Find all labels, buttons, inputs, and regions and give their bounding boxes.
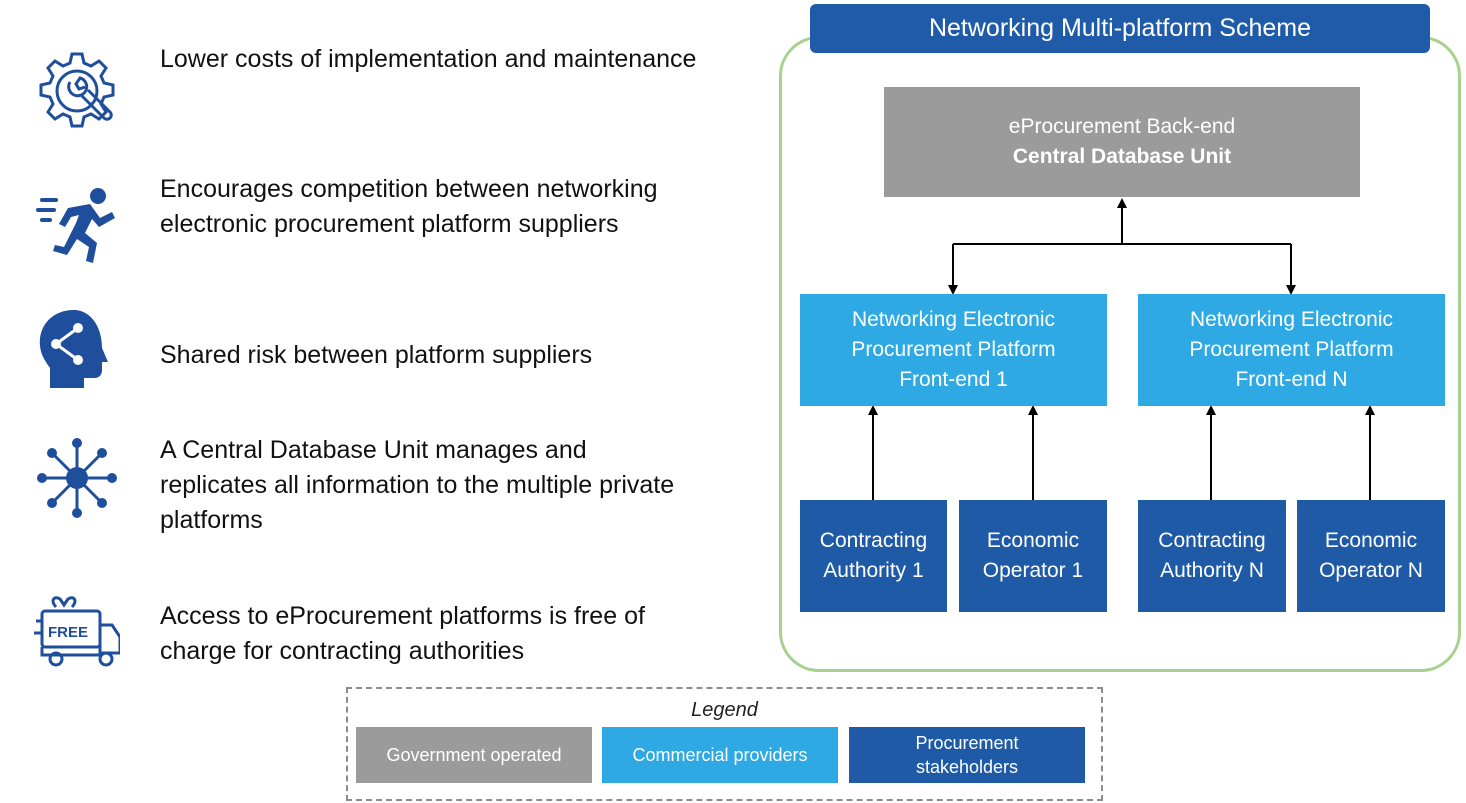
frontend-n-box: Networking Electronic Procurement Platfo…: [1138, 294, 1445, 406]
scheme-title: Networking Multi-platform Scheme: [810, 4, 1430, 53]
economic-operator-n-box: Economic Operator N: [1297, 500, 1445, 612]
legend-label: Government operated: [386, 745, 562, 765]
free-delivery-truck-icon: FREE: [34, 593, 122, 679]
legend-label: Commercial providers: [632, 745, 808, 765]
stakeholder-label: Contracting: [1158, 529, 1266, 552]
frontend-label: Front-end N: [1235, 368, 1348, 391]
gear-wrench-icon: [34, 48, 120, 134]
frontend-label: Networking Electronic: [1189, 308, 1394, 331]
benefit-text: Lower costs of implementation and mainte…: [160, 45, 697, 73]
frontend-label: Front-end 1: [899, 368, 1008, 391]
frontend-label: Procurement Platform: [1189, 338, 1394, 361]
benefit-text: Encourages competition between networkin…: [160, 175, 658, 238]
legend-government: Government operated: [356, 727, 592, 783]
running-person-icon: [34, 178, 120, 264]
backend-label: eProcurement Back-end: [1008, 115, 1236, 138]
contracting-authority-1-box: Contracting Authority 1: [800, 500, 947, 612]
benefit-text: Shared risk between platform suppliers: [160, 341, 593, 369]
contracting-authority-n-box: Contracting Authority N: [1138, 500, 1286, 612]
economic-operator-1-box: Economic Operator 1: [959, 500, 1107, 612]
benefit-text: Access to eProcurement platforms is free…: [160, 602, 645, 665]
stakeholder-label: Operator 1: [982, 559, 1084, 582]
benefit-text: A Central Database Unit manages and repl…: [160, 436, 675, 534]
head-share-icon: [34, 306, 120, 392]
stakeholder-label: Authority 1: [823, 559, 924, 582]
frontend-label: Networking Electronic: [851, 308, 1056, 331]
frontend-1-box: Networking Electronic Procurement Platfo…: [800, 294, 1107, 406]
stakeholder-label: Economic: [986, 529, 1080, 552]
stakeholder-label: Contracting: [819, 529, 928, 552]
frontend-label: Procurement Platform: [851, 338, 1056, 361]
backend-box: eProcurement Back-end Central Database U…: [884, 87, 1360, 197]
backend-sublabel: Central Database Unit: [1012, 145, 1232, 168]
hub-network-icon: [34, 435, 120, 521]
stakeholder-label: Operator N: [1319, 559, 1423, 582]
svg-text:FREE: FREE: [48, 624, 88, 641]
stakeholder-label: Economic: [1324, 529, 1418, 552]
legend-label: Procurement stakeholders: [915, 733, 1019, 777]
legend-stakeholders: Procurement stakeholders: [849, 727, 1085, 783]
legend: Legend Government operated Commercial pr…: [346, 687, 1103, 801]
legend-commercial: Commercial providers: [602, 727, 838, 783]
legend-title: Legend: [691, 699, 758, 721]
stakeholder-label: Authority N: [1160, 559, 1264, 582]
